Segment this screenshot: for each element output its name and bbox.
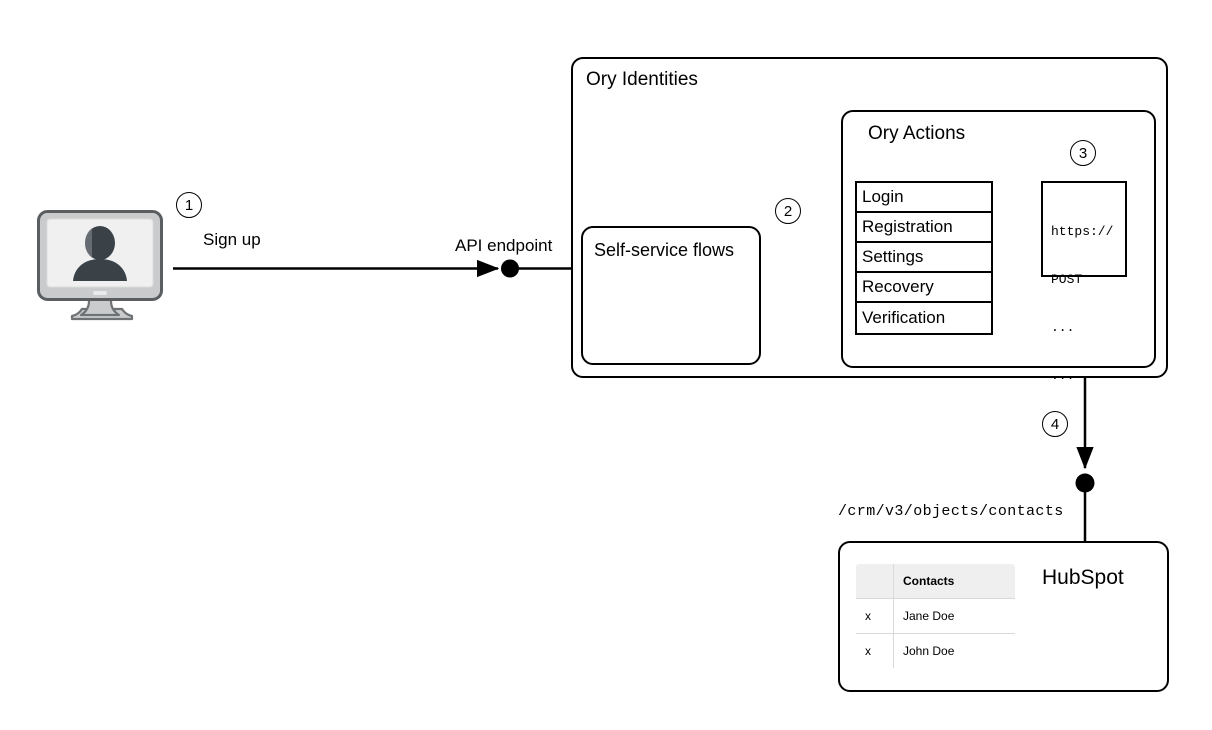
signup-label: Sign up [203, 230, 261, 249]
column-header-contacts: Contacts [893, 564, 1015, 599]
contacts-table: Contacts x Jane Doe x John Doe [855, 563, 1016, 669]
flow-row-registration[interactable]: Registration [857, 213, 991, 243]
row-mark: x [856, 633, 894, 668]
self-service-flow-list: Login Registration Settings Recovery Ver… [855, 181, 993, 335]
api-endpoint-dot [501, 259, 519, 278]
flow-row-recovery[interactable]: Recovery [857, 273, 991, 303]
ory-actions-title: Ory Actions [868, 123, 966, 144]
webhook-line-body-1: ... [1051, 320, 1075, 335]
api-endpoint-label: API endpoint [455, 236, 553, 255]
hubspot-endpoint-dot [1075, 473, 1095, 493]
flow-row-login[interactable]: Login [857, 183, 991, 213]
table-row[interactable]: x Jane Doe [856, 598, 1015, 634]
hubspot-title: HubSpot [1042, 566, 1124, 589]
table-row[interactable]: x John Doe [856, 633, 1015, 668]
column-header-mark [856, 564, 894, 599]
webhook-request-box: https:// POST ... ... [1041, 181, 1127, 383]
row-contact-name: Jane Doe [893, 598, 1015, 634]
step-circle-2: 2 [775, 198, 801, 224]
webhook-line-method: POST [1051, 272, 1083, 287]
step-circle-4: 4 [1042, 411, 1068, 437]
step-circle-3: 3 [1070, 140, 1096, 166]
self-service-flows-box [581, 226, 761, 365]
webhook-line-body-2: ... [1051, 368, 1075, 383]
step-circle-1: 1 [176, 192, 202, 218]
flow-row-verification[interactable]: Verification [857, 303, 991, 333]
user-monitor-icon [36, 209, 164, 321]
table-header-row: Contacts [856, 564, 1015, 599]
webhook-line-url: https:// [1051, 224, 1114, 239]
crm-endpoint-path-label: /crm/v3/objects/contacts [838, 503, 1064, 520]
ory-identities-title: Ory Identities [586, 69, 698, 90]
row-contact-name: John Doe [893, 633, 1015, 668]
flow-row-settings[interactable]: Settings [857, 243, 991, 273]
row-mark: x [856, 598, 894, 634]
self-service-flows-title: Self-service flows [594, 240, 735, 260]
